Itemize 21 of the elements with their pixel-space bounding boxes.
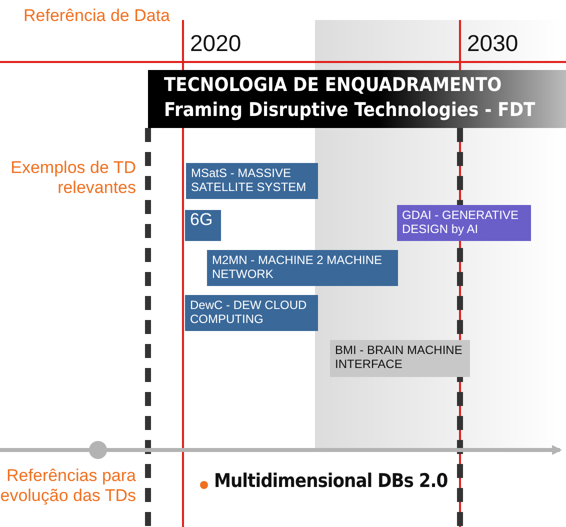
banner-title: TECNOLOGIA DE ENQUADRAMENTO (163, 73, 503, 98)
technology-box (186, 163, 318, 199)
technology-box (185, 295, 318, 331)
technology-box (397, 205, 531, 241)
box-text: 6G (190, 213, 214, 227)
technology-box (330, 340, 470, 377)
box-text: M2MN - MACHINE 2 MACHINE NETWORK (212, 253, 384, 281)
box-text: BMI - BRAIN MACHINE INTERFACE (335, 343, 464, 371)
box-text: DewC - DEW CLOUD COMPUTING (190, 298, 308, 326)
banner-subtitle: Framing Disruptive Technologies - FDT (163, 98, 536, 123)
banner (148, 70, 566, 128)
year-label: 2020 (190, 30, 242, 57)
box-text: GDAI - GENERATIVE DESIGN by AI (402, 208, 520, 236)
box-text: MSatS - MASSIVE SATELLITE SYSTEM (191, 166, 308, 194)
year-label: 2030 (467, 30, 520, 57)
technology-box (207, 250, 398, 286)
technology-box (185, 210, 221, 241)
examples-label: Exemplos de TD relevantes (10, 158, 136, 198)
date-reference-label: Referência de Data (22, 6, 170, 26)
references-label: Referências para evolução das TDs (0, 466, 136, 506)
bullet-text: Multidimensional DBs 2.0 (214, 470, 449, 492)
